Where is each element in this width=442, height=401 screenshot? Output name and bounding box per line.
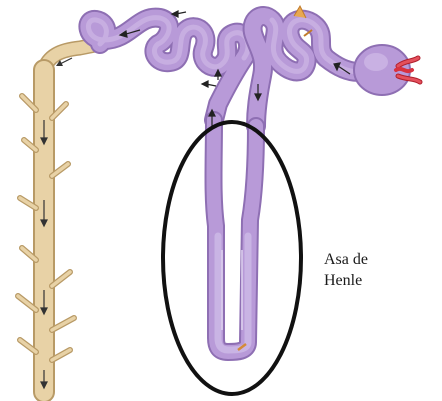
proximal-convoluted-tubule xyxy=(253,6,368,126)
bowmans-capsule xyxy=(354,45,420,95)
distal-convoluted-tubule xyxy=(88,11,248,120)
label-henle: Henle xyxy=(324,272,362,289)
collecting-duct xyxy=(18,44,100,392)
label-asa-de: Asa de xyxy=(324,251,368,268)
